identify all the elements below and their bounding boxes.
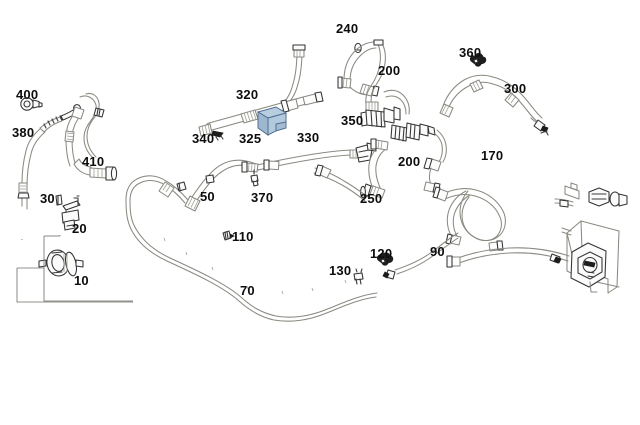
callout-200-upper: 200 bbox=[378, 63, 401, 78]
group-320-pipe bbox=[198, 44, 324, 141]
part-50-hose bbox=[158, 159, 260, 212]
part-340-clip bbox=[211, 130, 224, 141]
part-30-clip bbox=[55, 194, 63, 206]
part-200-valve-lower bbox=[390, 122, 447, 194]
part-expansion-tank bbox=[554, 182, 628, 294]
callout-340: 340 bbox=[192, 131, 215, 146]
callout-325: 325 bbox=[239, 131, 262, 146]
callout-320: 320 bbox=[236, 87, 259, 102]
callout-200-lower: 200 bbox=[398, 154, 421, 169]
callout-20: 20 bbox=[72, 221, 87, 236]
group-centre-lines bbox=[125, 149, 378, 322]
callout-380: 380 bbox=[12, 125, 35, 140]
callout-400: 400 bbox=[16, 87, 39, 102]
part-20-bracket bbox=[61, 195, 81, 231]
part-400-plug bbox=[20, 97, 43, 111]
callout-330: 330 bbox=[297, 130, 320, 145]
part-110-clip bbox=[222, 230, 235, 241]
callout-30: 30 bbox=[40, 191, 55, 206]
callout-350: 350 bbox=[341, 113, 364, 128]
reference-outline bbox=[16, 235, 133, 303]
callout-170: 170 bbox=[481, 148, 504, 163]
callout-120: 120 bbox=[370, 246, 393, 261]
part-130-clip bbox=[353, 268, 364, 285]
part-330-hose bbox=[241, 149, 361, 173]
callout-240: 240 bbox=[336, 21, 359, 36]
part-410-hose bbox=[64, 93, 118, 181]
callout-410: 410 bbox=[82, 154, 105, 169]
part-120-clip bbox=[376, 252, 394, 266]
part-200-valve-upper bbox=[360, 89, 410, 128]
part-370-clip bbox=[250, 169, 259, 187]
callout-110: 110 bbox=[232, 229, 254, 244]
callout-300: 300 bbox=[504, 81, 527, 96]
part-325-block bbox=[256, 106, 288, 136]
callout-50: 50 bbox=[200, 189, 215, 204]
callout-370: 370 bbox=[251, 190, 274, 205]
group-170-hoses bbox=[382, 186, 570, 280]
callout-360: 360 bbox=[459, 45, 482, 60]
group-left-pump-hoses bbox=[16, 93, 133, 303]
callout-10: 10 bbox=[74, 273, 89, 288]
part-360-clip bbox=[469, 53, 487, 67]
callout-250: 250 bbox=[360, 191, 383, 206]
callout-130: 130 bbox=[329, 263, 352, 278]
callout-90: 90 bbox=[430, 244, 445, 259]
callout-70: 70 bbox=[240, 283, 255, 298]
group-300-hose bbox=[439, 53, 549, 136]
group-240-200 bbox=[337, 39, 410, 128]
group-350-250 bbox=[313, 122, 447, 202]
